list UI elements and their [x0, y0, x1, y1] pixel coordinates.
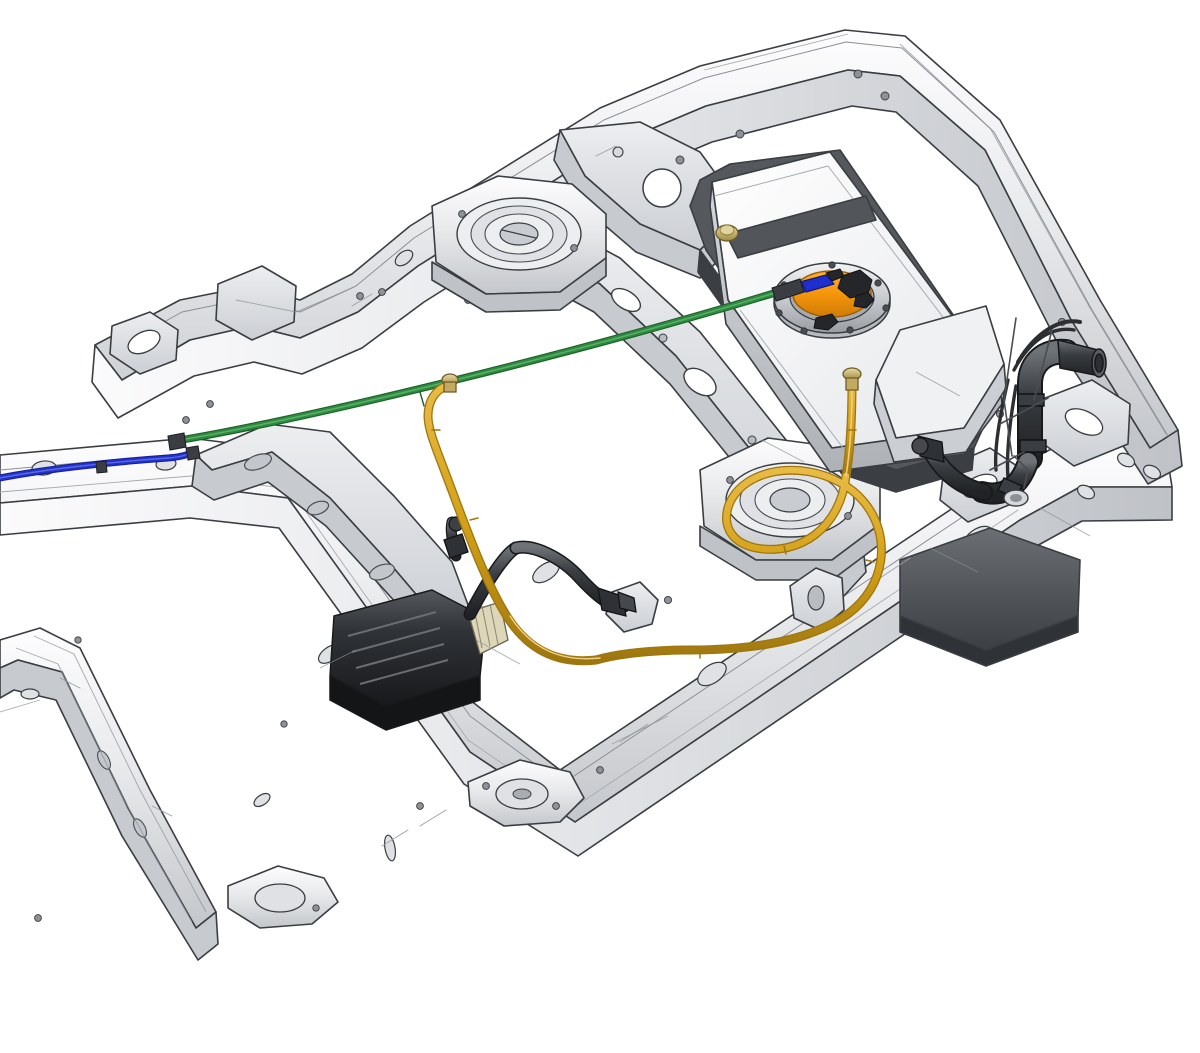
frame-gusset-left [109, 265, 297, 375]
pump-sender-hardware [813, 268, 875, 331]
fuel-line-assembly [0, 278, 886, 666]
evap-line-tank-fitting [842, 367, 862, 391]
hose-assembly [443, 317, 1107, 621]
purge-hose-connector [597, 587, 637, 617]
fuel-pump-module-assembly[interactable] [773, 261, 891, 339]
spring-perch-left [431, 175, 607, 313]
fuel-return-line-clip [95, 445, 201, 474]
filler-neck-brace [989, 317, 1053, 489]
evap-vapor-line [423, 367, 886, 666]
tank-drain-plug [715, 224, 739, 242]
hitch-receiver [899, 527, 1081, 667]
hidden-line-overlay [0, 33, 1167, 923]
fuel-tank-assembly [689, 149, 1007, 493]
evap-line-upper-fitting [441, 373, 459, 393]
evap-canister [329, 589, 509, 731]
shock-mount-right [789, 567, 845, 631]
body-mount-bushing [227, 759, 585, 929]
fuel-supply-line-coupler [167, 278, 805, 451]
filler-neck-grommet [1003, 489, 1029, 507]
